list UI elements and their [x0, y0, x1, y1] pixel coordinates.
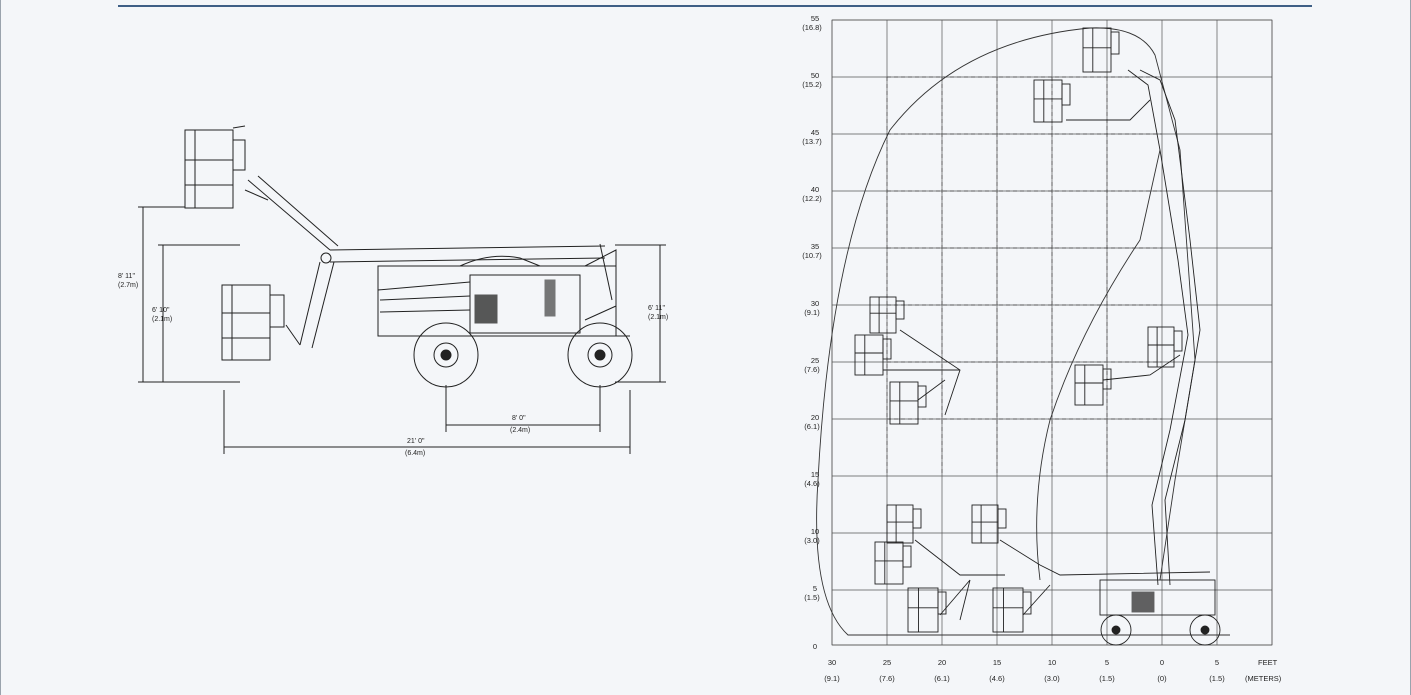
dim-label-wheelbase-m: (2.4m)	[510, 427, 530, 434]
y-tick-label-m: (16.8)	[802, 23, 822, 32]
reach-envelope-curve	[816, 27, 1196, 636]
platform-basket-raised	[184, 125, 246, 209]
y-tick-label-ft: 40	[811, 185, 819, 194]
x-tick-label-m: (1.5)	[1099, 674, 1115, 683]
dim-label-stowed-ft: 6' 11"	[648, 305, 665, 312]
platform-basket	[907, 587, 947, 633]
frame-border-left	[0, 0, 1, 695]
y-tick-label-ft: 50	[811, 71, 819, 80]
y-tick-label-m: (15.2)	[802, 80, 822, 89]
boom-segment	[1066, 99, 1151, 121]
dim-label-stowed-m: (2.1m)	[648, 314, 668, 321]
header-rule	[118, 5, 1312, 7]
boom-segment	[917, 379, 946, 401]
dim-label-lowered-ft: 6' 10"	[152, 307, 170, 314]
y-tick-label-m: (4.6)	[804, 479, 820, 488]
side-view-drawing: 8' 11" (2.7m) 6' 10" (2.1m) 6' 11" (2.1m…	[118, 125, 668, 457]
x-tick-label-m: (4.6)	[989, 674, 1005, 683]
inner-envelope-curve	[1036, 149, 1161, 581]
x-tick-label-ft: 25	[883, 658, 891, 667]
platform-basket	[1147, 326, 1183, 368]
boom-segment	[1102, 354, 1181, 381]
dim-label-raised-ft: 8' 11"	[118, 273, 135, 280]
y-tick-label-ft: 5	[813, 584, 817, 593]
y-tick-label-ft: 25	[811, 356, 819, 365]
boom-segment	[1022, 584, 1051, 616]
x-tick-label-m: (7.6)	[879, 674, 895, 683]
range-grid	[831, 19, 1273, 646]
base-machine	[1099, 579, 1221, 646]
y-tick-label-m: (12.2)	[802, 194, 822, 203]
boom-positions	[854, 27, 1221, 646]
boom-segment	[999, 539, 1211, 576]
main-boom	[329, 243, 613, 301]
y-tick-label-m: (7.6)	[804, 365, 820, 374]
y-tick-label-ft: 55	[811, 14, 819, 23]
jib-boom	[244, 175, 339, 251]
platform-basket	[854, 334, 892, 376]
platform-basket	[1074, 364, 1112, 406]
platform-basket	[886, 504, 922, 544]
y-tick-label-ft: 15	[811, 470, 819, 479]
y-tick-label-ft: 0	[813, 642, 817, 651]
platform-basket-lowered	[221, 284, 301, 361]
platform-basket	[992, 587, 1032, 633]
platform-basket	[1033, 79, 1071, 123]
x-tick-label-ft: 20	[938, 658, 946, 667]
x-tick-label-m: (3.0)	[1044, 674, 1060, 683]
platform-basket	[971, 504, 1007, 544]
y-tick-label-m: (6.1)	[804, 422, 820, 431]
x-axis-unit-ft: FEET	[1258, 658, 1278, 667]
range-axis-labels: 55(16.8)50(15.2)45(13.7)40(12.2)35(10.7)…	[802, 14, 1225, 683]
boom-segment	[1139, 69, 1201, 586]
wheel-rear	[567, 322, 633, 388]
x-tick-label-m: (6.1)	[934, 674, 950, 683]
y-tick-label-m: (3.0)	[804, 536, 820, 545]
x-tick-label-ft: 10	[1048, 658, 1056, 667]
boom-segment	[914, 539, 1005, 576]
y-tick-label-m: (13.7)	[802, 137, 822, 146]
x-tick-label-ft: 0	[1160, 658, 1164, 667]
dim-label-wheelbase-ft: 8' 0"	[512, 415, 526, 422]
dim-label-length-m: (6.4m)	[405, 450, 425, 457]
dim-label-length-ft: 21' 0"	[407, 438, 425, 445]
y-tick-label-ft: 45	[811, 128, 819, 137]
dim-label-lowered-m: (2.1m)	[152, 316, 172, 323]
wheel-front	[413, 322, 479, 388]
y-tick-label-ft: 10	[811, 527, 819, 536]
chassis	[377, 249, 630, 337]
boom-segment	[899, 329, 961, 416]
x-tick-label-ft: 5	[1215, 658, 1219, 667]
y-tick-label-m: (1.5)	[804, 593, 820, 602]
riser-boom	[299, 252, 335, 349]
platform-basket	[869, 296, 905, 334]
x-tick-label-m: (1.5)	[1209, 674, 1225, 683]
y-tick-label-m: (9.1)	[804, 308, 820, 317]
boom-segment	[939, 579, 971, 621]
reach-envelope	[816, 27, 1230, 636]
x-tick-label-m: (9.1)	[824, 674, 840, 683]
x-tick-label-ft: 5	[1105, 658, 1109, 667]
platform-basket	[874, 541, 912, 585]
dim-label-raised-m: (2.7m)	[118, 282, 138, 289]
x-axis-unit-m: (METERS)	[1245, 674, 1282, 683]
y-tick-label-ft: 20	[811, 413, 819, 422]
y-tick-label-ft: 35	[811, 242, 819, 251]
platform-basket	[889, 381, 927, 425]
platform-basket	[1082, 27, 1120, 73]
boom-segment	[1127, 69, 1189, 586]
x-tick-label-ft: 15	[993, 658, 1001, 667]
y-tick-label-ft: 30	[811, 299, 819, 308]
x-tick-label-m: (0)	[1157, 674, 1167, 683]
x-tick-label-ft: 30	[828, 658, 836, 667]
y-tick-label-m: (10.7)	[802, 251, 822, 260]
